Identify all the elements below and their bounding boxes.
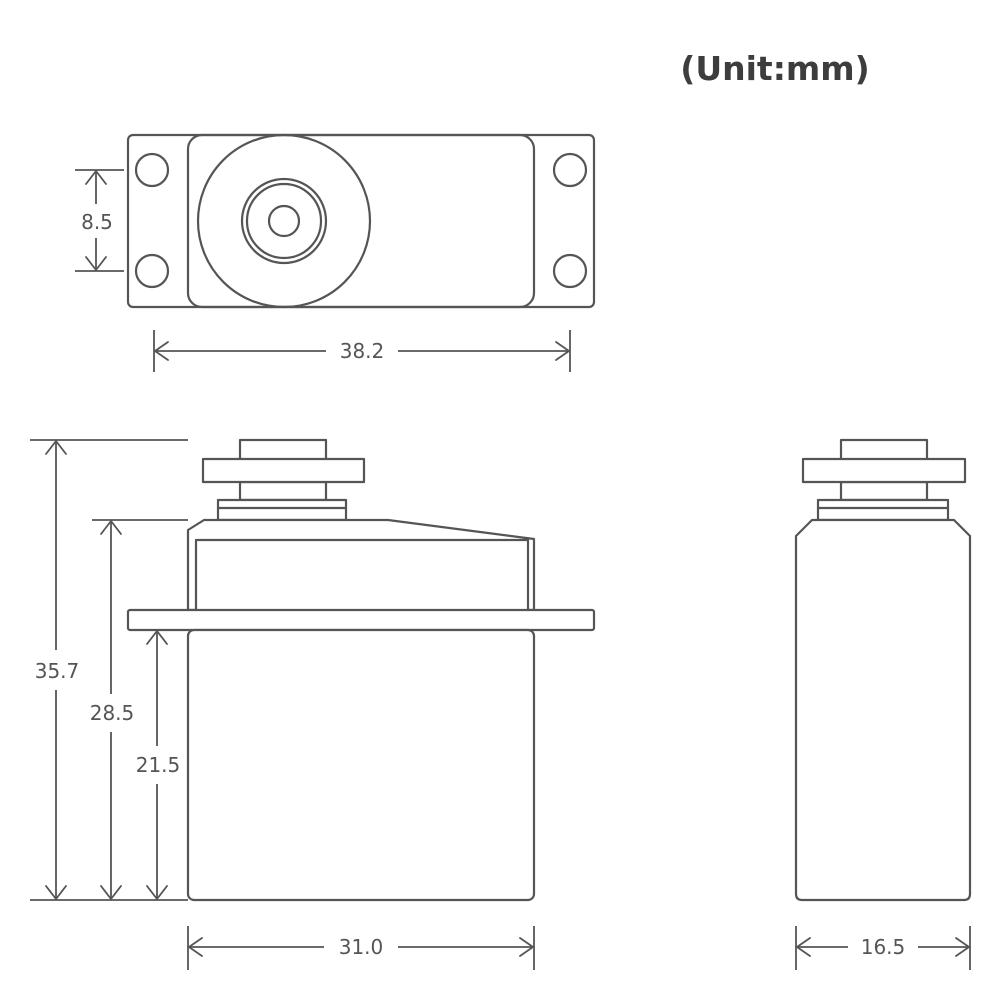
dim-body-depth: 16.5 [795,926,971,970]
mount-hole-bottom-left [134,253,170,289]
output-gear-housing [196,133,372,309]
mount-hole-top-left [134,152,170,188]
dim-label-mount-hole-spacing: 8.5 [81,210,113,234]
output-spline-ring [245,182,323,260]
output-shaft [267,204,301,238]
front-shaft-top [238,438,328,462]
side-shaft-collar [816,498,950,522]
output-spline-outer [240,177,328,265]
front-top-cap [186,518,536,612]
dim-body-width: 31.0 [187,926,535,970]
dim-label-body-height-with-cap: 28.5 [90,701,135,725]
front-view [126,438,596,902]
dim-top-length: 38.2 [153,330,571,372]
mount-hole-bottom-right [552,253,588,289]
dim-label-top-length: 38.2 [340,339,385,363]
dim-body-height-with-cap: 28.5 [90,519,188,900]
dim-label-total-height: 35.7 [35,659,80,683]
mount-hole-top-right [552,152,588,188]
dim-body-height-to-tab: 21.5 [136,630,181,900]
dim-label-body-depth: 16.5 [861,935,906,959]
side-shaft-neck [839,480,929,502]
dim-label-body-height-to-tab: 21.5 [136,753,181,777]
front-shaft-neck [238,480,328,502]
front-shaft-collar [216,498,348,522]
top-view-body [186,133,536,309]
front-output-horn [201,457,366,484]
side-output-horn [801,457,967,484]
unit-label: (Unit:mm) [680,49,870,88]
side-body [794,518,972,902]
front-mount-tab [126,608,596,632]
front-body [186,628,536,902]
top-view [126,133,596,309]
side-shaft-top [839,438,929,462]
dim-mount-hole-spacing: 8.5 [75,169,124,272]
dim-total-height: 35.7 [30,439,188,901]
dim-label-body-width: 31.0 [339,935,384,959]
side-view [794,438,972,902]
